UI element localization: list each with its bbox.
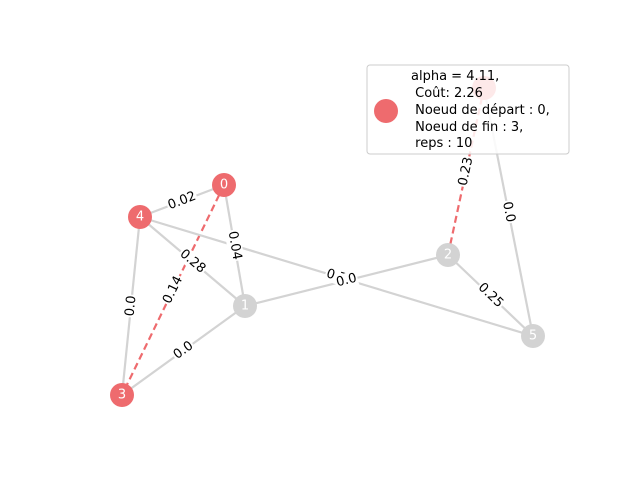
edge-label: 0.02	[166, 189, 198, 213]
edge-label-group-1-3: 0.0	[169, 337, 198, 364]
node-label-2: 2	[444, 248, 452, 263]
edge-label-bg	[159, 272, 187, 308]
node-3	[110, 383, 134, 407]
edge-label-bg	[169, 337, 198, 364]
node-label-4: 4	[136, 210, 144, 225]
edge-label-group-0-4: 0.02	[164, 188, 200, 214]
edge-label-group-4-3: 0.0	[122, 293, 140, 319]
legend-line-4: reps : 10	[411, 136, 472, 151]
legend-marker	[374, 99, 398, 123]
edge-2-6	[446, 87, 486, 256]
node-1	[233, 294, 257, 318]
edge-label: 0.04	[225, 230, 245, 261]
node-2	[436, 243, 460, 267]
edge-label: 0.0	[335, 271, 359, 291]
edge-label-group-1-2: 0.0	[333, 270, 360, 291]
edge-label-group-0-3: 0.14	[159, 272, 187, 308]
edge-label-bg	[474, 279, 507, 312]
legend-line-0: alpha = 4.11,	[411, 69, 499, 84]
node-5	[521, 324, 545, 348]
edge-label: 0.23	[456, 156, 477, 187]
node-0	[212, 173, 236, 197]
legend: alpha = 4.11, Coût: 2.26 Noeud de départ…	[366, 64, 570, 155]
edge-label-bg	[498, 199, 519, 225]
edge-label: 0.0	[499, 200, 518, 223]
edge-label: 0.14	[160, 274, 186, 307]
node-4	[128, 205, 152, 229]
edge-label-bg	[224, 228, 245, 263]
edge-label-bg	[122, 293, 140, 319]
legend-line-3: Noeud de fin : 3,	[411, 120, 523, 135]
node-label-1: 1	[241, 299, 249, 314]
edge-label: 0.0	[122, 295, 139, 317]
legend-box	[366, 64, 570, 155]
edge-label-group-6-5: 0.0	[498, 199, 519, 225]
edge-label: 0.0	[171, 338, 197, 362]
edge-label-bg	[164, 188, 200, 214]
node-label-3: 3	[118, 388, 126, 403]
node-label-5: 5	[529, 329, 537, 344]
legend-line-1: Coût: 2.26	[411, 86, 483, 101]
node-label-0: 0	[220, 178, 228, 193]
edge-label-group-0-1: 0.04	[224, 228, 245, 263]
edge-label-bg	[455, 154, 477, 189]
legend-line-2: Noeud de départ : 0,	[411, 103, 550, 118]
edge-label-bg	[333, 270, 360, 291]
edge-label-group-2-6: 0.23	[455, 154, 477, 189]
edge-label-bg	[175, 245, 210, 278]
